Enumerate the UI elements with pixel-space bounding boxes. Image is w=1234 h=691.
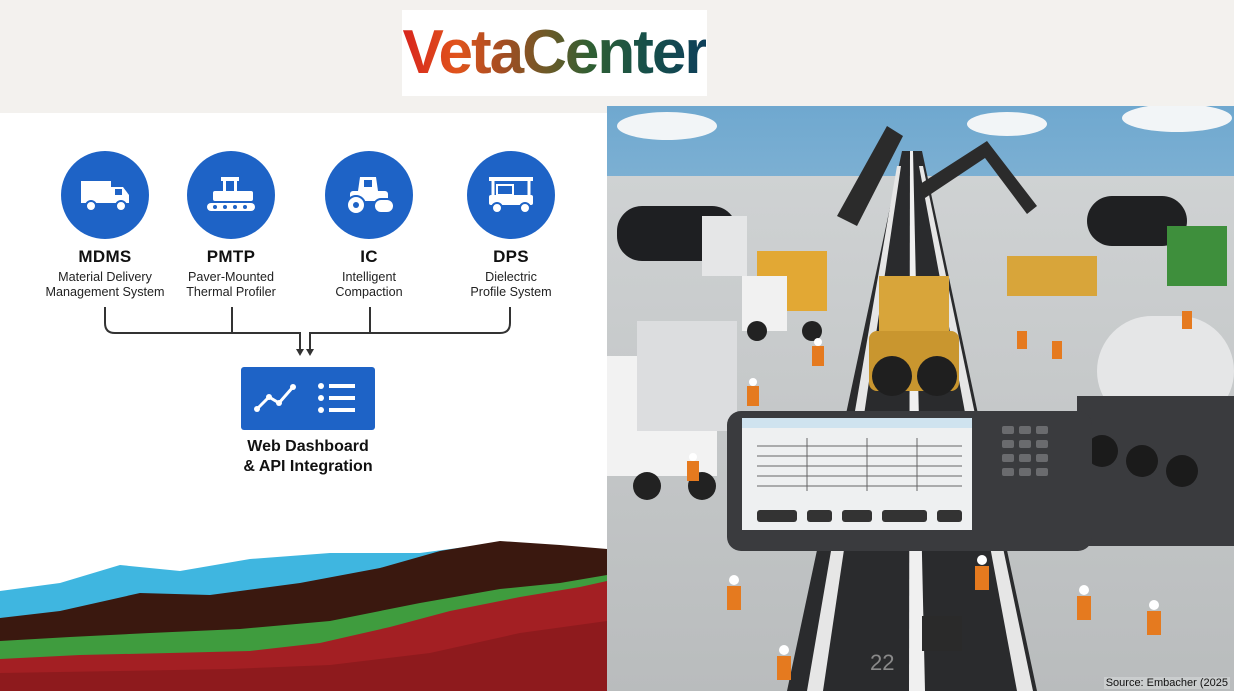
module-desc-line: Paver-Mounted	[187, 270, 275, 284]
dashboard-label-line: & API Integration	[243, 458, 373, 475]
module-desc-line: Compaction	[335, 285, 403, 299]
module-description: Paver-Mounted Thermal Profiler	[156, 270, 306, 300]
module-abbr: PMTP	[206, 247, 256, 266]
page-number: 22	[870, 650, 895, 675]
module-description: Intelligent Compaction	[294, 270, 444, 300]
module-pmtp: PMTP Paver-Mounted Thermal Profiler	[156, 151, 306, 300]
module-desc-line: Material Delivery	[58, 270, 152, 284]
module-abbr: IC	[360, 247, 378, 266]
module-description: Material Delivery Management System	[30, 270, 180, 300]
dashboard-label-line: Web Dashboard	[247, 438, 369, 455]
golf-cart-icon	[467, 151, 555, 239]
workflow-diagram-panel: MDMS Material Delivery Management System…	[0, 113, 607, 691]
connector-lines	[104, 307, 511, 356]
module-abbr: DPS	[493, 247, 529, 266]
module-desc-line: Profile System	[470, 285, 552, 299]
module-ic: IC Intelligent Compaction	[294, 151, 444, 300]
module-description: Dielectric Profile System	[436, 270, 586, 300]
dashboard-label: Web Dashboard & API Integration	[200, 437, 416, 477]
roller-icon	[325, 151, 413, 239]
module-dps: DPS Dielectric Profile System	[436, 151, 586, 300]
module-desc-line: Thermal Profiler	[186, 285, 276, 299]
module-abbr: MDMS	[78, 247, 132, 266]
truck-icon	[61, 151, 149, 239]
module-desc-line: Dielectric	[485, 270, 537, 284]
logo-text: VetaCenter	[402, 18, 709, 87]
decorative-hills	[0, 541, 607, 691]
dashboard-chart-list-icon	[241, 367, 375, 430]
module-desc-line: Intelligent	[342, 270, 396, 284]
construction-scene-illustration	[607, 106, 1234, 691]
source-caption: Source: Embacher (2025	[1103, 677, 1230, 689]
paver-icon	[187, 151, 275, 239]
module-mdms: MDMS Material Delivery Management System	[30, 151, 180, 300]
vetacenter-logo: VetaCenter	[402, 10, 709, 96]
module-desc-line: Management System	[45, 285, 165, 299]
road-construction-photo	[607, 106, 1234, 691]
